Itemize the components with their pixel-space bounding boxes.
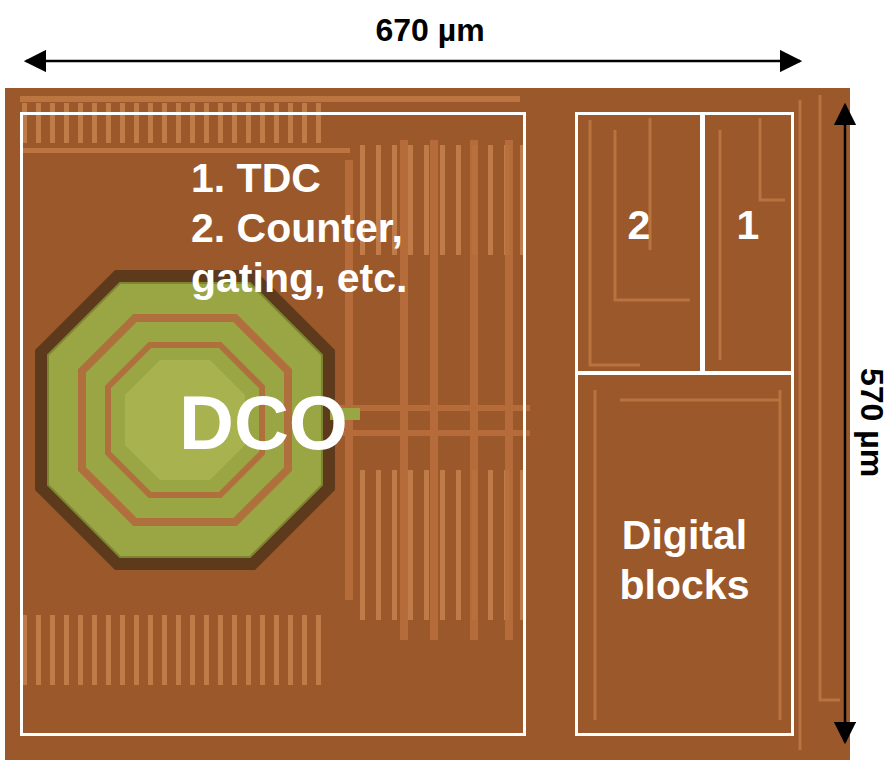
metal-finger bbox=[456, 145, 461, 255]
block-outline: Digital blocks bbox=[575, 372, 794, 736]
block-label: DCO bbox=[179, 377, 399, 470]
metal-finger bbox=[176, 103, 181, 143]
metal-finger bbox=[134, 103, 139, 143]
metal-trace bbox=[799, 100, 802, 750]
metal-finger bbox=[92, 615, 97, 685]
metal-finger bbox=[274, 615, 279, 685]
metal-trace bbox=[615, 130, 690, 300]
metal-finger bbox=[488, 145, 493, 255]
metal-finger bbox=[64, 615, 69, 685]
metal-finger bbox=[376, 470, 381, 620]
metal-finger bbox=[204, 103, 209, 143]
metal-finger bbox=[288, 103, 293, 143]
metal-trace bbox=[779, 390, 782, 720]
metal-finger bbox=[424, 470, 429, 620]
block-outline: 1 bbox=[702, 112, 794, 374]
metal-finger bbox=[50, 615, 55, 685]
metal-finger bbox=[424, 145, 429, 255]
metal-finger bbox=[78, 103, 83, 143]
metal-finger bbox=[204, 615, 209, 685]
metal-finger bbox=[218, 103, 223, 143]
metal-finger bbox=[162, 103, 167, 143]
metal-finger bbox=[232, 615, 237, 685]
metal-trace bbox=[820, 95, 840, 700]
metal-finger bbox=[316, 615, 321, 685]
metal-trace bbox=[594, 390, 597, 720]
block-label: 2. Counter, gating, etc. bbox=[191, 203, 501, 303]
metal-finger bbox=[36, 103, 41, 143]
metal-finger bbox=[218, 615, 223, 685]
metal-finger bbox=[106, 103, 111, 143]
metal-finger bbox=[190, 103, 195, 143]
metal-finger bbox=[302, 103, 307, 143]
metal-finger bbox=[148, 103, 153, 143]
metal-finger bbox=[190, 615, 195, 685]
block-label: 1 bbox=[711, 200, 785, 250]
metal-finger bbox=[440, 145, 445, 255]
metal-finger bbox=[162, 615, 167, 685]
metal-finger bbox=[92, 103, 97, 143]
metal-finger bbox=[260, 103, 265, 143]
metal-trace bbox=[620, 399, 780, 402]
metal-finger bbox=[408, 470, 413, 620]
metal-finger bbox=[260, 615, 265, 685]
metal-finger bbox=[408, 145, 413, 255]
metal-finger bbox=[120, 103, 125, 143]
metal-trace bbox=[719, 130, 722, 360]
metal-finger bbox=[246, 103, 251, 143]
block-label: Digital blocks bbox=[584, 510, 785, 610]
metal-finger bbox=[50, 103, 55, 143]
metal-finger bbox=[392, 470, 397, 620]
metal-trace bbox=[760, 118, 785, 200]
metal-finger bbox=[106, 615, 111, 685]
metal-finger bbox=[288, 615, 293, 685]
metal-finger bbox=[120, 615, 125, 685]
dimension-label: 570 µm bbox=[853, 367, 890, 476]
metal-finger bbox=[134, 615, 139, 685]
block-label: 1. TDC bbox=[191, 153, 511, 203]
metal-finger bbox=[360, 470, 365, 620]
metal-finger bbox=[274, 103, 279, 143]
metal-finger bbox=[488, 470, 493, 620]
metal-finger bbox=[64, 103, 69, 143]
metal-finger bbox=[176, 615, 181, 685]
metal-finger bbox=[302, 615, 307, 685]
metal-finger bbox=[36, 615, 41, 685]
block-outline: 1. TDC2. Counter, gating, etc. DCO bbox=[20, 112, 526, 736]
metal-finger bbox=[78, 615, 83, 685]
metal-finger bbox=[246, 615, 251, 685]
block-outline: 2 bbox=[575, 112, 703, 374]
metal-finger bbox=[316, 103, 321, 143]
metal-finger bbox=[440, 470, 445, 620]
metal-finger bbox=[456, 470, 461, 620]
block-label: 2 bbox=[584, 200, 694, 250]
dimension-label: 670 µm bbox=[375, 12, 484, 49]
metal-finger bbox=[232, 103, 237, 143]
metal-finger bbox=[148, 615, 153, 685]
